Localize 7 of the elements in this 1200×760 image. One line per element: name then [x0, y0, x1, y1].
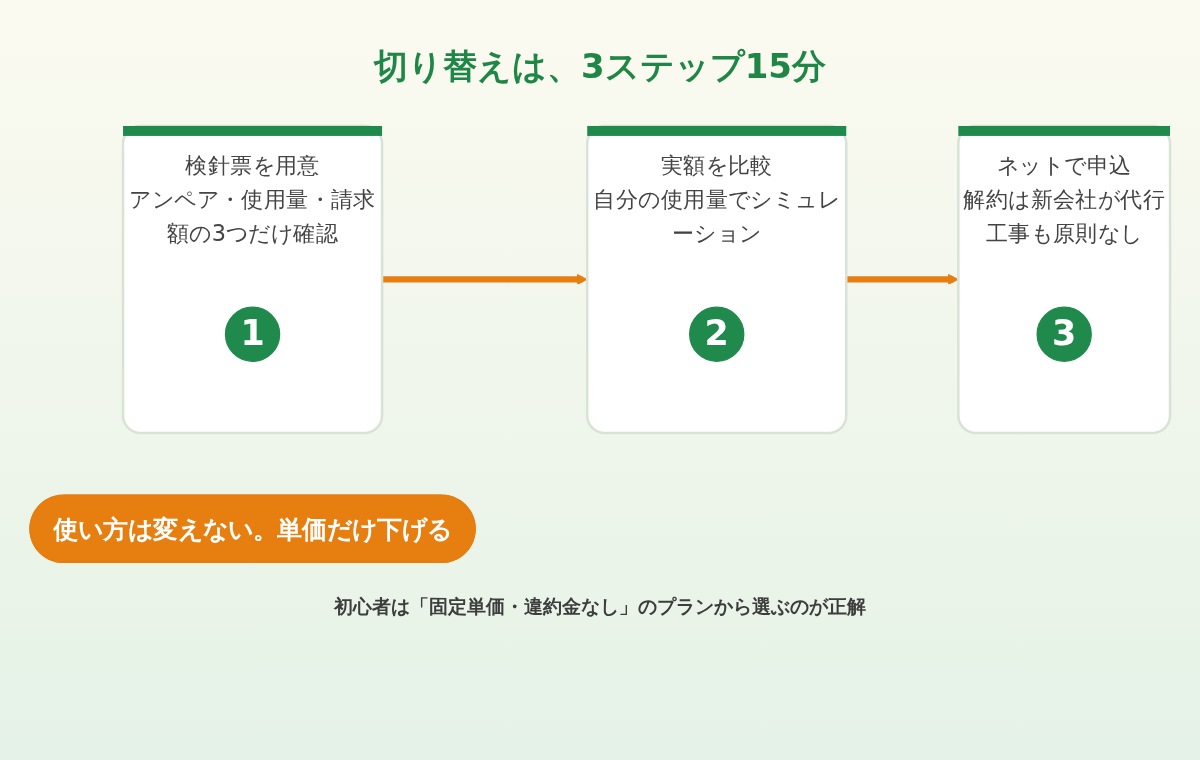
diagram-title: 切り替えは、3ステップ15分	[374, 45, 826, 88]
note-text: 初心者は「固定単価・違約金なし」のプランから選ぶのが正解	[334, 594, 866, 619]
node-circle: 1	[224, 306, 281, 362]
node-circle: 3	[1036, 306, 1092, 362]
arrow	[382, 273, 588, 285]
node-circle: 2	[689, 306, 745, 362]
arrow	[846, 273, 959, 285]
